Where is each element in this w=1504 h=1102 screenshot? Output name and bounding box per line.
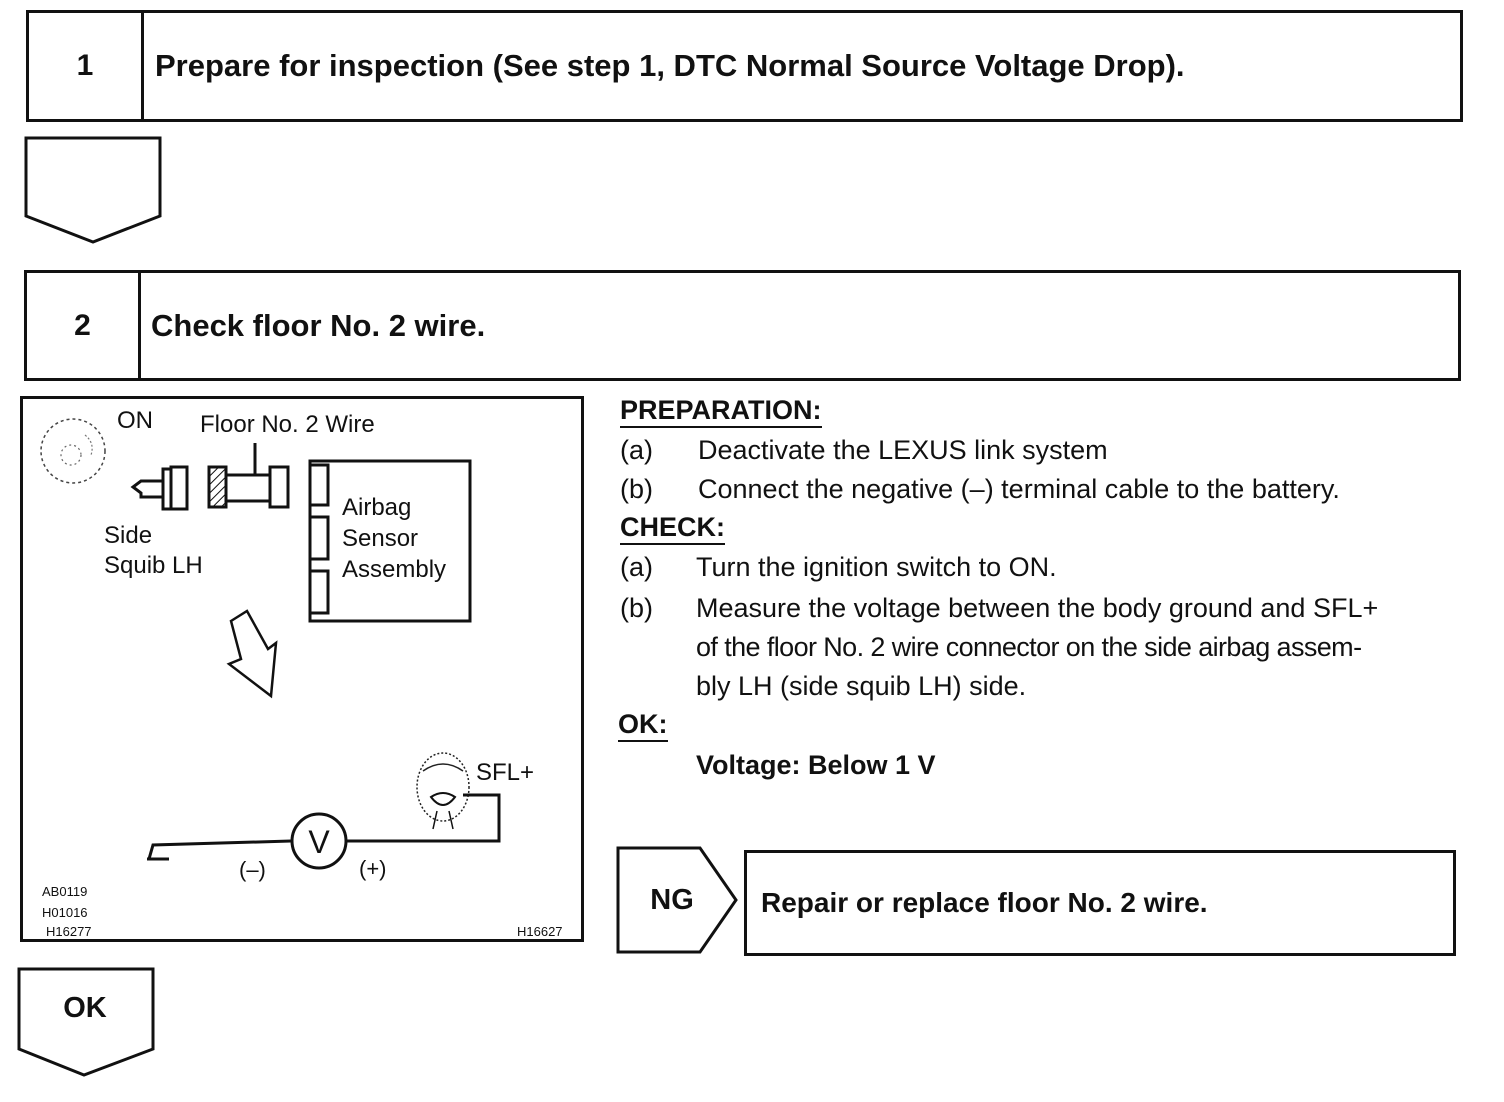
figure-code-right: H16627 [517, 924, 563, 939]
label-on: ON [117, 407, 153, 434]
label-positive: (+) [359, 856, 387, 881]
step-1-number: 1 [29, 13, 144, 119]
flow-arrow-down [24, 136, 162, 244]
figure-code: H01016 [42, 905, 88, 920]
label-negative: (–) [239, 857, 266, 882]
item-text: of the floor No. 2 wire connector on the… [696, 632, 1362, 662]
airbag-sensor-assembly [308, 459, 472, 623]
voltmeter-symbol: V [308, 824, 330, 860]
step-1-title: Prepare for inspection (See step 1, DTC … [155, 48, 1185, 83]
preparation-heading: PREPARATION: [620, 394, 822, 428]
ng-action-text: Repair or replace floor No. 2 wire. [761, 887, 1208, 918]
ok-heading: OK: [618, 708, 668, 742]
item-text: Deactivate the LEXUS link system [698, 435, 1108, 465]
item-marker: (a) [620, 435, 653, 465]
item-text: Turn the ignition switch to ON. [696, 552, 1057, 582]
direction-arrow-icon [226, 609, 278, 699]
item-marker: (b) [620, 593, 653, 623]
item-text: Measure the voltage between the body gro… [696, 593, 1379, 623]
item-text: bly LH (side squib LH) side. [696, 671, 1027, 701]
step-2-title: Check floor No. 2 wire. [151, 307, 486, 343]
ng-action-box: Repair or replace floor No. 2 wire. [744, 850, 1456, 956]
label-floor-wire: Floor No. 2 Wire [200, 411, 375, 438]
item-marker: (b) [620, 474, 653, 504]
label-assembly: Assembly [342, 556, 447, 583]
item-text: Connect the negative (–) terminal cable … [698, 474, 1340, 504]
step-2-box: 2 Check floor No. 2 wire. [24, 270, 1461, 381]
step-1-box: 1 Prepare for inspection (See step 1, DT… [26, 10, 1463, 122]
ok-specification: Voltage: Below 1 V [696, 750, 936, 780]
connector-terminal-icon [416, 752, 470, 830]
figure-code: H16277 [46, 924, 92, 939]
voltmeter-wiring [147, 793, 501, 870]
label-airbag: Airbag [342, 494, 412, 521]
ok-arrow [17, 967, 155, 1077]
ok-label: OK [63, 991, 107, 1024]
check-heading: CHECK: [620, 511, 725, 545]
ng-label: NG [650, 883, 694, 916]
floor-wire-connector [207, 443, 290, 509]
label-sfl-plus: SFL+ [476, 759, 535, 786]
wiring-diagram-drawing: V [40, 418, 501, 870]
item-marker: (a) [620, 552, 653, 582]
ignition-switch-icon [40, 418, 106, 484]
figure-code: AB0119 [42, 884, 88, 899]
wiring-illustration: V ON Floor No. 2 Wire Side Squib LH Airb… [20, 396, 584, 942]
label-squib-lh: Squib LH [104, 552, 203, 579]
ng-arrow [616, 846, 738, 954]
side-squib-connector [130, 465, 189, 511]
step-2-number: 2 [27, 273, 141, 378]
label-side: Side [104, 522, 153, 549]
label-sensor: Sensor [342, 525, 419, 552]
